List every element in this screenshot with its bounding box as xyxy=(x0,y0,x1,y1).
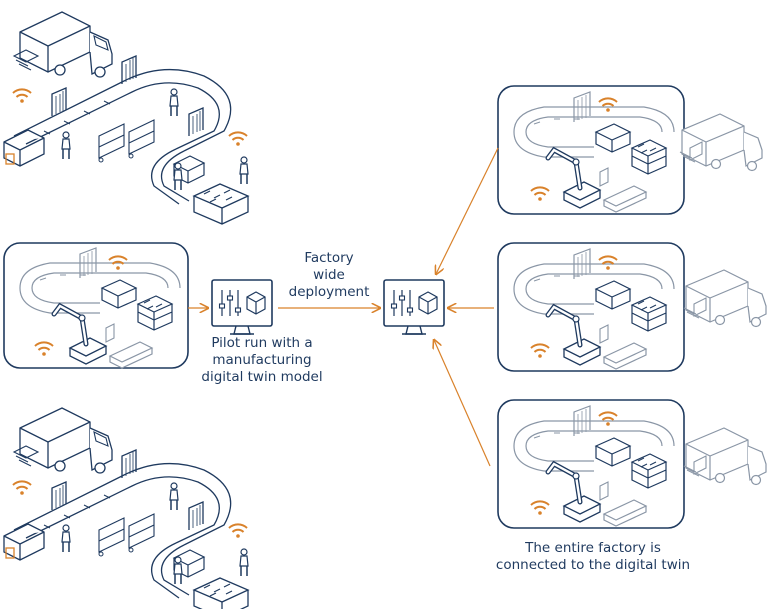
worker-icon xyxy=(169,482,179,511)
factory-frame-right-3 xyxy=(497,399,685,529)
pilot-label: Pilot run with a manufacturing digital t… xyxy=(178,335,346,386)
connected-label-line: The entire factory is xyxy=(525,540,661,556)
wifi-icon xyxy=(12,480,32,496)
pilot-label-line: Pilot run with a xyxy=(211,335,313,351)
pilot-factory-frame xyxy=(3,242,189,368)
delivery-truck-icon xyxy=(679,113,763,172)
worker-icon xyxy=(169,88,179,117)
deployment-label-line: deployment xyxy=(288,284,370,300)
worker-icon xyxy=(239,156,249,185)
pilot-label-line: manufacturing xyxy=(212,352,312,368)
worker-icon xyxy=(61,131,71,160)
wifi-icon xyxy=(228,523,248,539)
delivery-truck-icon xyxy=(13,407,113,474)
deployment-label-line: Factory xyxy=(304,250,354,266)
delivery-truck-icon xyxy=(683,269,767,328)
connected-label-line: connected to the digital twin xyxy=(495,557,691,573)
delivery-truck-icon xyxy=(683,427,767,486)
factory-frame-right-1 xyxy=(497,85,685,215)
flow-arrows xyxy=(188,147,499,467)
arrow-factory-3-to-twin xyxy=(434,340,491,467)
worker-icon xyxy=(173,556,183,585)
pilot-digital-twin-monitor-icon xyxy=(211,279,273,335)
deployment-label: Factory wide deployment xyxy=(282,250,376,301)
pilot-label-line: digital twin model xyxy=(201,369,323,385)
deployment-label-line: wide xyxy=(313,267,345,283)
wifi-icon xyxy=(12,88,32,104)
delivery-truck-icon xyxy=(13,11,113,78)
central-digital-twin-monitor-icon xyxy=(383,279,445,335)
connected-label: The entire factory is connected to the d… xyxy=(478,540,708,574)
factory-scene-bottom-left xyxy=(3,407,249,609)
worker-icon xyxy=(239,548,249,577)
worker-icon xyxy=(61,524,71,553)
wifi-icon xyxy=(228,131,248,147)
factory-frame-right-2 xyxy=(497,242,685,372)
arrow-factory-1-to-twin xyxy=(436,147,499,274)
worker-icon xyxy=(173,162,183,191)
factory-scene-top-left xyxy=(3,11,249,225)
